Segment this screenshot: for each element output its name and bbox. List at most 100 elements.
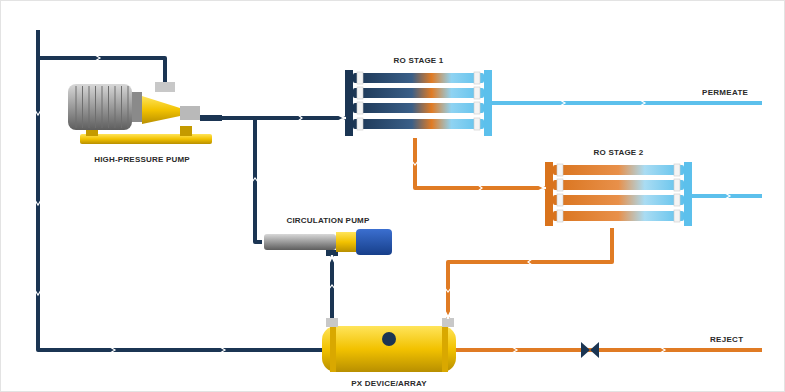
tube-cap xyxy=(557,210,563,222)
fin-stroke xyxy=(95,86,96,128)
flow-arrow xyxy=(528,259,532,265)
flow-arrow xyxy=(445,288,451,292)
tube-cap xyxy=(674,179,680,191)
px-port xyxy=(442,318,454,327)
membrane-tubes xyxy=(353,72,484,130)
tube-cap xyxy=(557,194,563,206)
pump-base xyxy=(80,134,212,144)
px-end-cap xyxy=(330,326,336,372)
flow-arrow xyxy=(329,285,335,289)
tube-cap xyxy=(357,118,363,130)
pipe-connector xyxy=(415,138,545,188)
membrane-tube xyxy=(353,73,484,83)
tube-cap xyxy=(357,87,363,99)
stream-label: REJECT xyxy=(708,335,745,344)
flow-arrows xyxy=(35,55,225,353)
feed-pipe-main xyxy=(38,30,322,350)
stream-label: PERMEATE xyxy=(700,88,750,97)
px-end-cap xyxy=(442,326,448,372)
feed-pipe-branch xyxy=(38,58,165,82)
tube-cap xyxy=(357,102,363,114)
pump-motor xyxy=(356,229,392,255)
high-pressure-pump xyxy=(68,82,222,144)
flow-arrow xyxy=(478,185,482,191)
flow-arrow xyxy=(252,178,258,182)
pump-inlet xyxy=(155,82,175,92)
fin-stroke xyxy=(89,86,90,128)
flow-arrow xyxy=(220,347,225,353)
reject-pipe xyxy=(456,342,762,358)
membrane-tubes xyxy=(553,164,684,222)
tube-cap xyxy=(474,102,480,114)
flow-arrow xyxy=(725,193,730,199)
fin-stroke xyxy=(82,86,83,128)
stage-label: RO STAGE 2 xyxy=(594,148,644,157)
membrane-tube xyxy=(553,165,684,175)
pump-label: HIGH-PRESSURE PUMP xyxy=(94,155,190,164)
fin-stroke xyxy=(108,86,109,128)
feed-header xyxy=(545,162,553,226)
membrane-tube xyxy=(553,211,684,221)
tube-cap xyxy=(557,164,563,176)
permeate-pipe xyxy=(492,103,762,196)
stage-label: RO STAGE 1 xyxy=(394,56,444,65)
flow-arrow xyxy=(412,161,418,165)
px-vessel xyxy=(322,326,456,372)
reject-pipe-line xyxy=(456,348,762,352)
permeate-header xyxy=(684,162,692,226)
pump-unit: HIGH-PRESSURE PUMP xyxy=(62,68,222,152)
motor-body xyxy=(68,84,132,130)
device-label: PX DEVICE/ARRAY xyxy=(351,379,427,388)
ro-stage: RO STAGE 1 xyxy=(345,68,492,138)
ro-stage-1 xyxy=(345,70,492,136)
valve-symbol xyxy=(581,342,599,358)
px-device xyxy=(322,318,456,372)
pump-coupling xyxy=(142,96,180,124)
tube-cap xyxy=(674,194,680,206)
flow-arrow xyxy=(560,100,565,106)
flow-arrow xyxy=(110,347,115,353)
feed-pipe xyxy=(38,30,322,350)
px-port xyxy=(326,318,338,327)
permeate-header xyxy=(484,70,492,136)
pump-foot xyxy=(180,126,192,136)
ro-stage: RO STAGE 2 xyxy=(545,160,692,228)
membrane-tube xyxy=(353,119,484,129)
fin-stroke xyxy=(76,86,77,128)
membrane-tube xyxy=(353,103,484,113)
pipe-connector xyxy=(448,228,612,318)
tube-cap xyxy=(357,72,363,84)
pump-label: CIRCULATION PUMP xyxy=(286,216,369,225)
pump-coupling xyxy=(336,232,356,252)
tube-cap xyxy=(674,164,680,176)
pipe-connector xyxy=(330,256,334,318)
flow-arrow xyxy=(35,110,41,115)
motor-fins xyxy=(76,86,128,128)
membrane-tube xyxy=(353,88,484,98)
motor-flange xyxy=(132,92,142,122)
ro-stage-2 xyxy=(545,162,692,226)
flow-arrow xyxy=(298,115,302,121)
circulation-pump xyxy=(264,229,392,256)
pump-unit: CIRCULATION PUMP xyxy=(262,228,394,256)
fin-stroke xyxy=(128,86,129,128)
pump-outlet xyxy=(200,115,222,121)
px-logo xyxy=(382,332,396,346)
tube-cap xyxy=(474,72,480,84)
permeate-pipe-1 xyxy=(492,101,762,105)
tube-cap xyxy=(474,87,480,99)
flow-arrow xyxy=(95,55,100,61)
membrane-tube xyxy=(553,180,684,190)
fin-stroke xyxy=(121,86,122,128)
flow-arrow xyxy=(35,290,41,295)
pump-head xyxy=(180,106,200,120)
tube-cap xyxy=(557,179,563,191)
feed-header xyxy=(345,70,353,136)
permeate-pipe-2 xyxy=(692,194,762,198)
pump-casing xyxy=(264,234,336,250)
tube-cap xyxy=(474,118,480,130)
tube-cap xyxy=(674,210,680,222)
fin-stroke xyxy=(102,86,103,128)
